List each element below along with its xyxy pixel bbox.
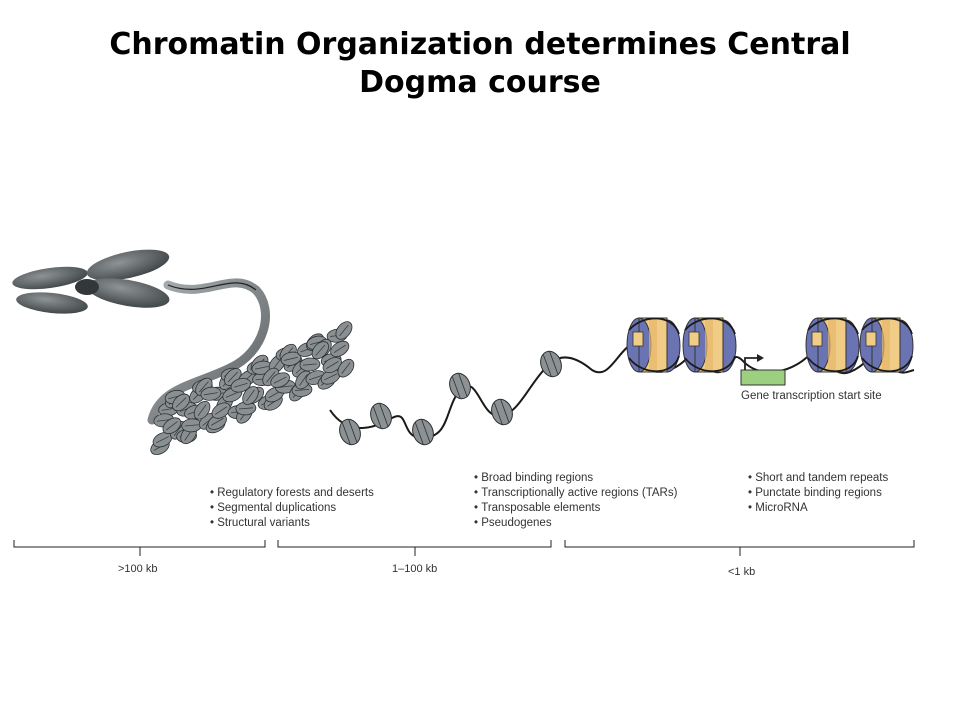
list-item: Transcriptionally active regions (TARs): [474, 486, 677, 501]
coil-nucleosome: [152, 431, 173, 448]
coil-nucleosome: [251, 360, 273, 375]
feature-list-large-scale: Regulatory forests and deserts Segmental…: [210, 486, 374, 531]
list-item: Punctate binding regions: [748, 486, 888, 501]
nucleosomes-detailed: [626, 317, 914, 373]
nucleosome: [859, 317, 914, 373]
coil-nucleosome: [335, 321, 353, 340]
scale-bracket-2: [277, 540, 552, 556]
coil-nucleosome: [162, 417, 182, 435]
coil-nucleosome: [230, 378, 251, 393]
transcription-start-site: [740, 354, 786, 386]
title-line-1: Chromatin Organization determines Centra…: [109, 27, 851, 62]
nucleosome-bead: [540, 350, 562, 378]
list-item: Segmental duplications: [210, 501, 374, 516]
coil-nucleosome: [337, 358, 355, 378]
scale-bracket-3: [564, 540, 915, 556]
list-item: Structural variants: [210, 516, 374, 531]
nucleosome-bead: [370, 402, 392, 430]
feature-list-small-scale: Short and tandem repeats Punctate bindin…: [748, 471, 888, 516]
nucleosome-bead: [449, 372, 471, 400]
slide-title: Chromatin Organization determines Centra…: [0, 26, 960, 102]
nucleosome: [682, 317, 737, 373]
title-line-2: Dogma course: [359, 65, 601, 100]
tss-label: Gene transcription start site: [741, 390, 882, 402]
coil-nucleosome: [193, 400, 211, 420]
nucleosome-bead: [491, 398, 513, 426]
nucleosome-bead: [412, 418, 434, 446]
list-item: Pseudogenes: [474, 516, 677, 531]
nucleosome-bead: [339, 418, 361, 446]
nucleosome: [805, 317, 860, 373]
list-item: Transposable elements: [474, 501, 677, 516]
coil-nucleosome: [211, 402, 231, 419]
coil-nucleosome: [200, 386, 222, 401]
coil-nucleosome: [311, 341, 329, 360]
chromosome: [12, 249, 170, 314]
feature-list-mid-scale: Broad binding regions Transcriptionally …: [474, 471, 677, 531]
coil-nucleosome: [207, 413, 227, 430]
coil-nucleosome: [181, 418, 203, 433]
coil-nucleosome: [299, 357, 321, 372]
coil-nucleosome: [242, 386, 259, 405]
scale-label-small: <1 kb: [728, 566, 756, 578]
scale-label-large: >100 kb: [118, 563, 158, 575]
list-item: Broad binding regions: [474, 471, 677, 486]
tss-arrow-icon: [744, 357, 757, 370]
list-item: Regulatory forests and deserts: [210, 486, 374, 501]
coil-nucleosome: [322, 357, 342, 374]
nucleosome-beads: [339, 350, 562, 446]
nucleosome: [626, 317, 681, 373]
linker-dna: [329, 344, 631, 440]
coil-nucleosome: [330, 340, 350, 358]
scale-label-mid: 1–100 kb: [392, 563, 438, 575]
coil-nucleosome: [280, 351, 302, 366]
list-item: MicroRNA: [748, 501, 888, 516]
list-item: Short and tandem repeats: [748, 471, 888, 486]
solenoid-chromatin: [150, 321, 355, 455]
scale-bracket-1: [13, 540, 266, 556]
gene-box: [740, 369, 786, 386]
coil-nucleosome: [172, 393, 190, 412]
coil-nucleosome: [270, 372, 290, 388]
